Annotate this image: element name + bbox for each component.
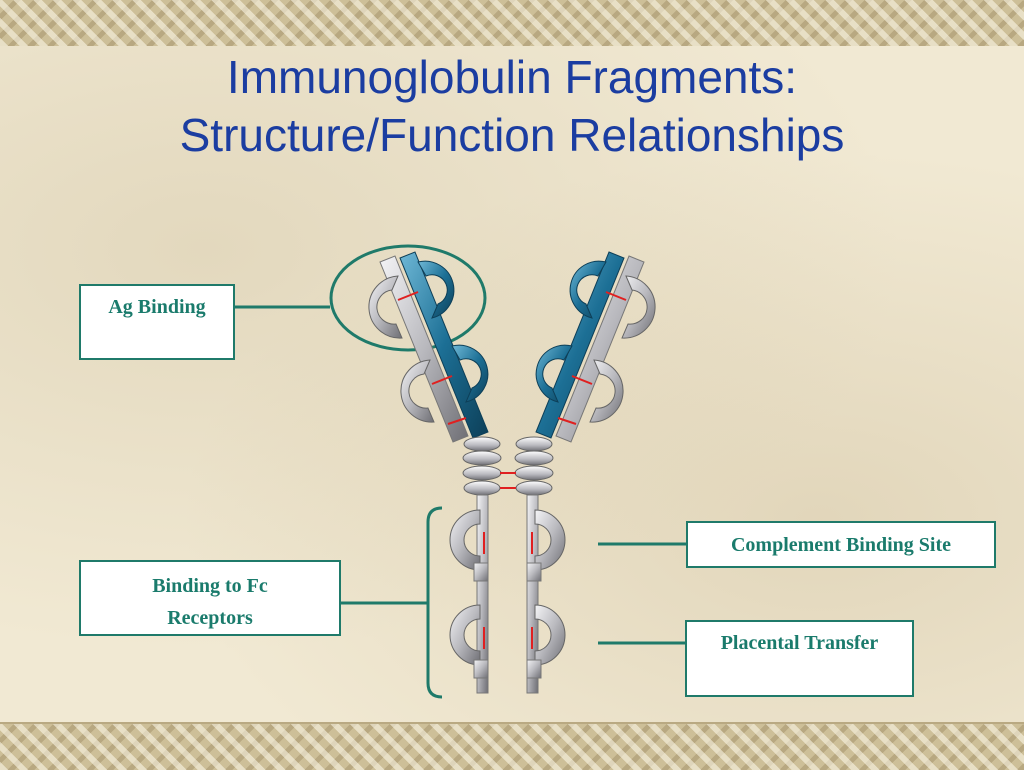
right-heavy-chain bbox=[535, 251, 625, 439]
right-light-chain bbox=[555, 255, 656, 443]
slide-title: Immunoglobulin Fragments: Structure/Func… bbox=[0, 48, 1024, 164]
placental-transfer-text: Placental Transfer bbox=[720, 632, 879, 654]
fc-bracket bbox=[426, 506, 443, 699]
fc-domains-left bbox=[449, 509, 489, 679]
arm-disulfide-bonds bbox=[397, 291, 627, 425]
left-heavy-chain bbox=[399, 251, 489, 439]
ag-binding-text: Ag Binding bbox=[108, 296, 206, 318]
title-line-1: Immunoglobulin Fragments: bbox=[226, 51, 798, 103]
fc-receptor-text-line1: Binding to Fc bbox=[152, 575, 268, 597]
complement-binding-text: Complement Binding Site bbox=[730, 534, 952, 556]
fc-receptor-label: Binding to Fc Receptors bbox=[79, 560, 341, 636]
bottom-border bbox=[0, 722, 1024, 770]
complement-binding-label: Complement Binding Site bbox=[686, 521, 996, 568]
left-light-chain bbox=[368, 255, 469, 443]
placental-transfer-label: Placental Transfer bbox=[685, 620, 914, 697]
fc-stems bbox=[476, 494, 539, 694]
fc-domains-right bbox=[526, 509, 566, 679]
fc-disulfide-bonds bbox=[483, 532, 533, 649]
top-border bbox=[0, 0, 1024, 48]
hinge-region bbox=[462, 436, 554, 496]
ag-binding-label: Ag Binding bbox=[79, 284, 235, 360]
fc-receptor-text-line2: Receptors bbox=[167, 607, 253, 629]
title-line-2: Structure/Function Relationships bbox=[179, 109, 845, 161]
antigen-binding-ellipse bbox=[329, 244, 487, 352]
